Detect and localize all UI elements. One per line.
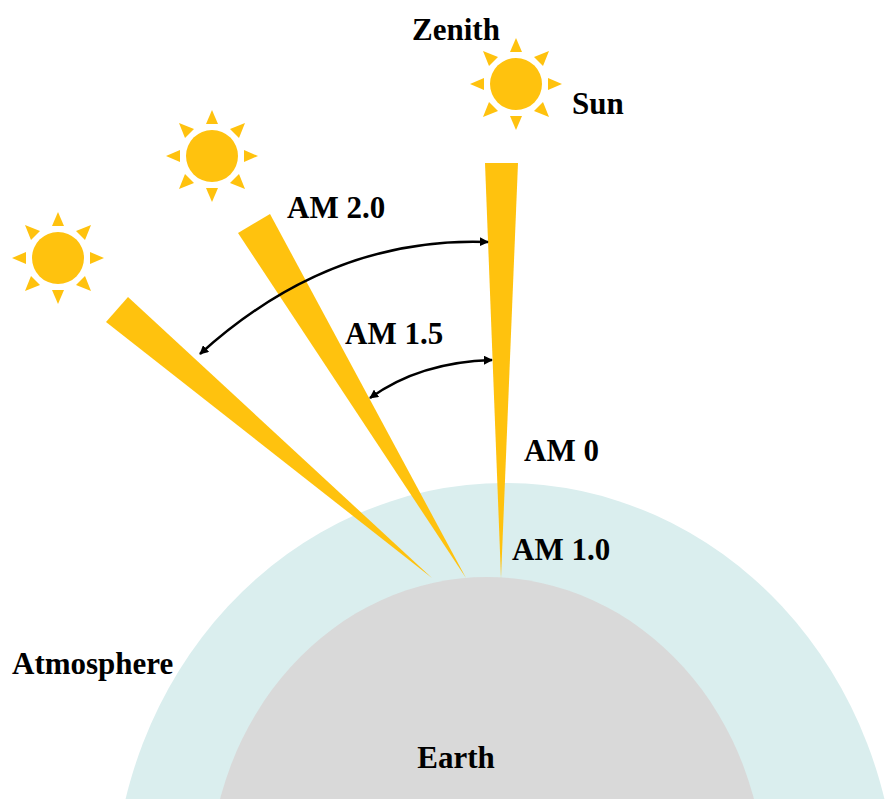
air-mass-label: AM 0 <box>524 434 599 468</box>
sun-mid <box>166 110 258 202</box>
angle-arrow-am15 <box>370 360 492 398</box>
beam-am15 <box>238 214 466 578</box>
beam-am1 <box>485 163 518 578</box>
region-label: Earth <box>417 741 495 775</box>
angle-arrow-am2 <box>200 242 488 354</box>
sun-zenith <box>470 38 562 130</box>
zenith-label: Zenith <box>412 13 500 47</box>
air-mass-label: AM 2.0 <box>287 191 385 225</box>
earth-disc <box>209 577 765 799</box>
air-mass-label: AM 1.5 <box>345 317 443 351</box>
air-mass-label: AM 1.0 <box>512 533 610 567</box>
sun-label: Sun <box>572 87 624 121</box>
sun-low <box>12 212 104 304</box>
region-label: Atmosphere <box>12 647 173 681</box>
